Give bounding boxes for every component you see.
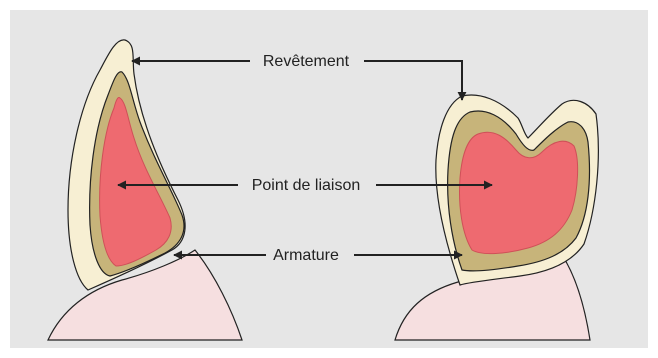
label-framework: Armature [273,247,339,264]
left-tooth [48,40,242,340]
label-bond-point: Point de liaison [252,177,361,194]
arrow-coating-right [364,61,462,100]
right-tooth [395,95,598,340]
label-coating: Revêtement [263,53,350,70]
tooth-crown-diagram: Revêtement Point de liaison Armature [10,10,648,348]
diagram-stage: Revêtement Point de liaison Armature [10,10,648,348]
